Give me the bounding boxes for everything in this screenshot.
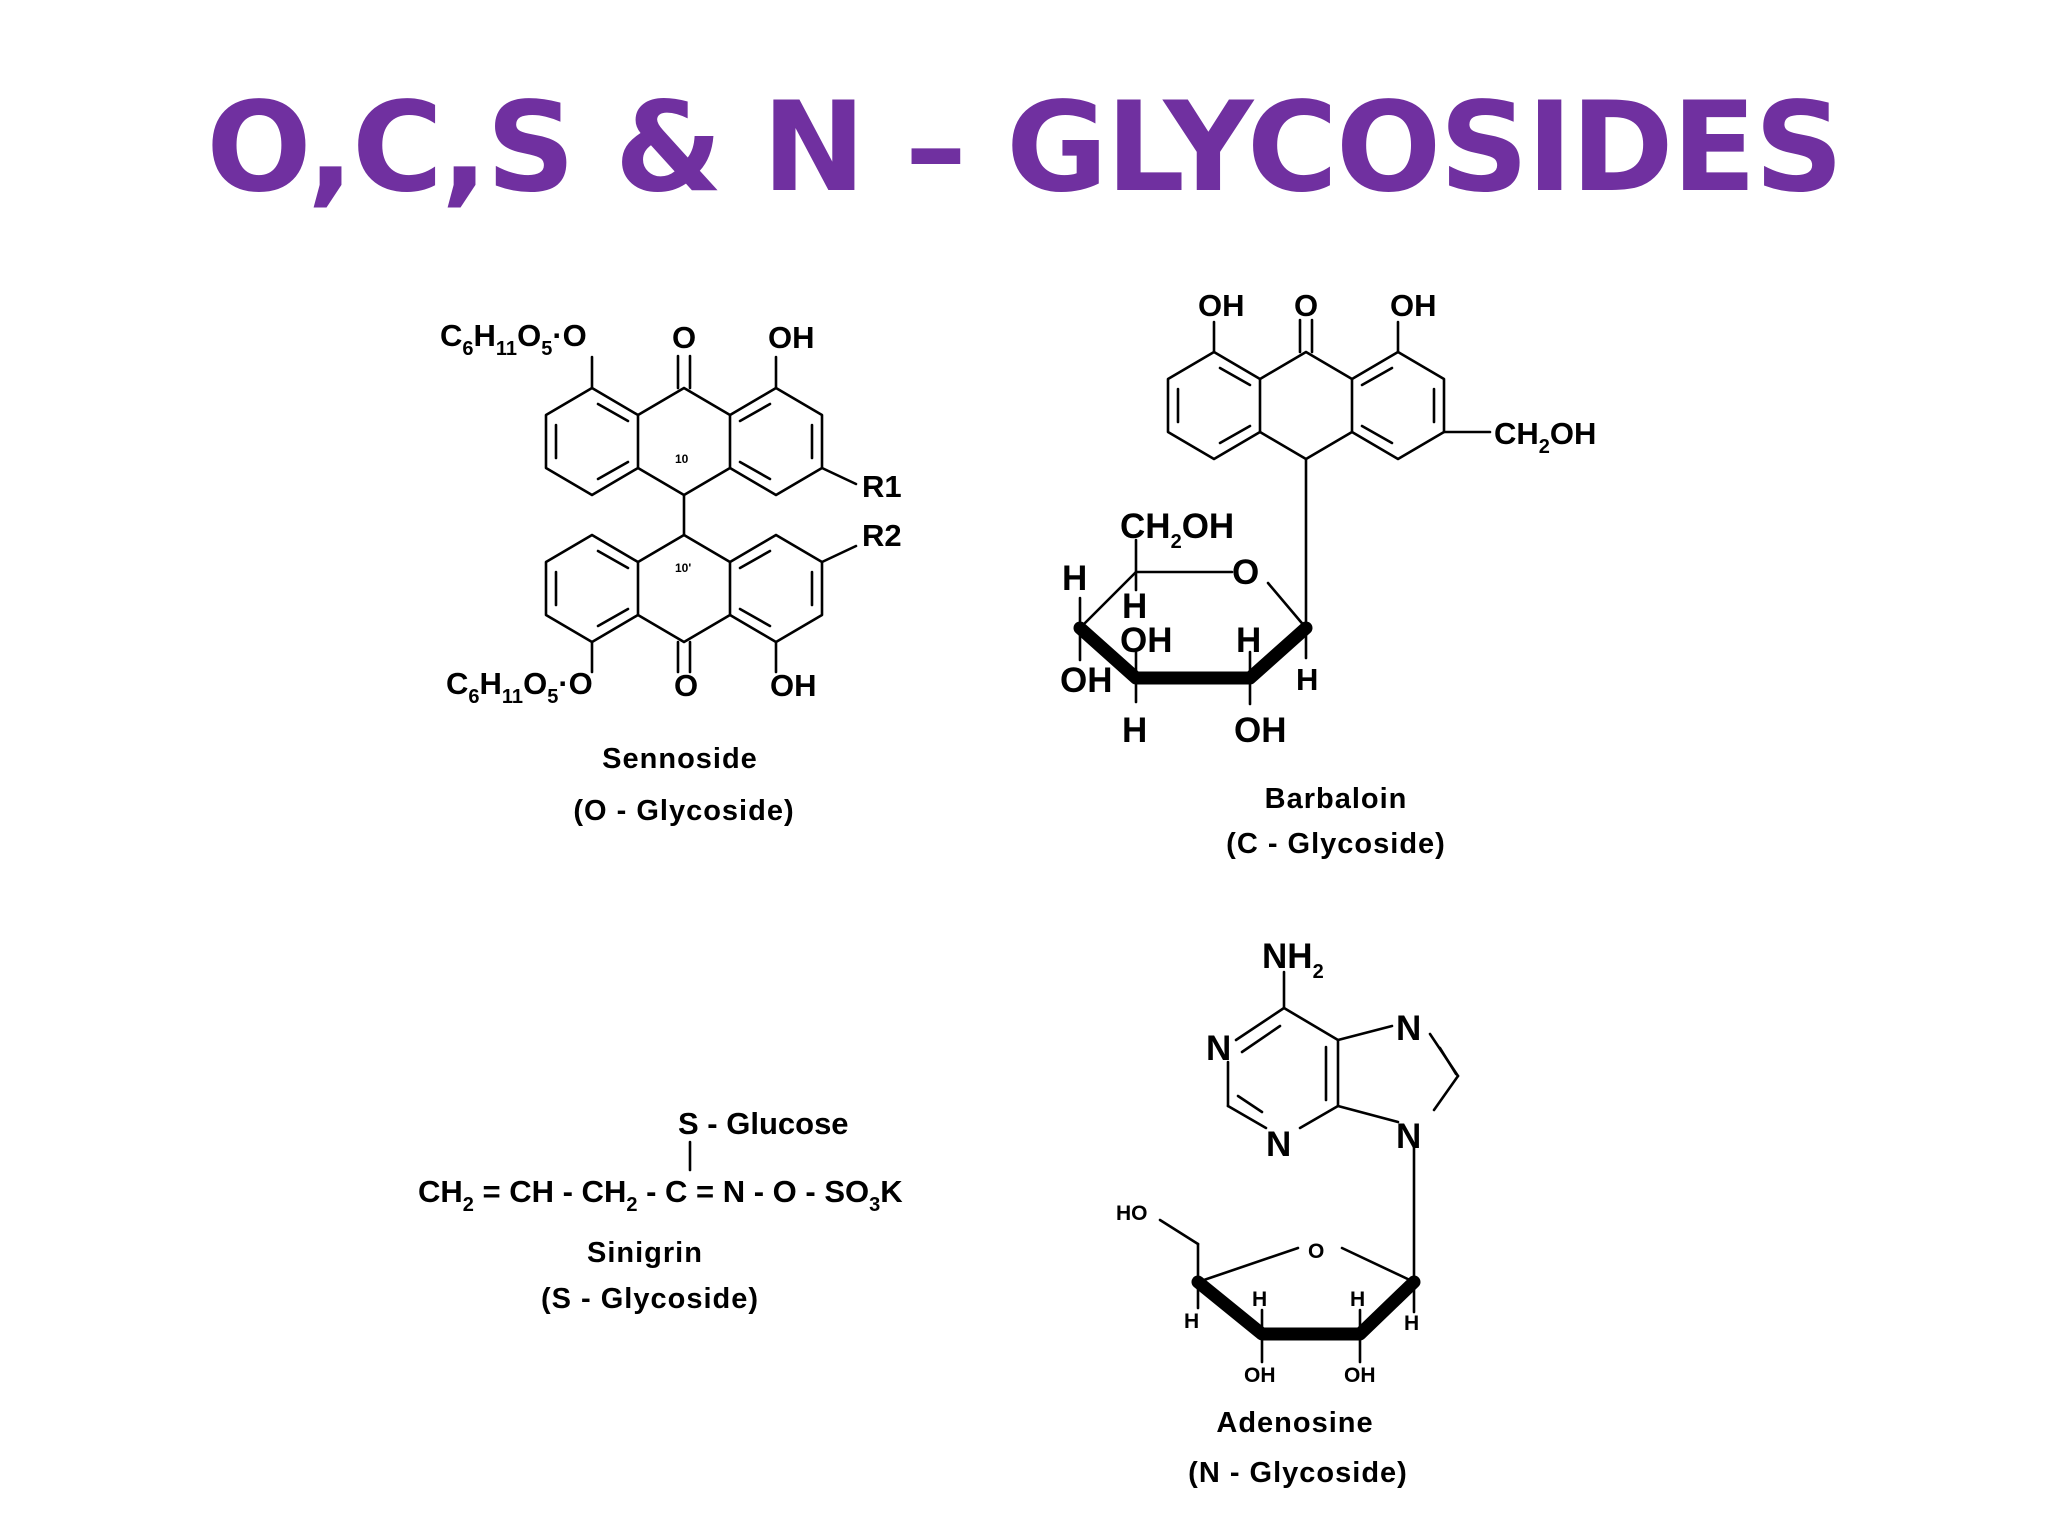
barbaloin-carbonyl: O <box>1294 288 1318 323</box>
sinigrin-type: (S - Glycoside) <box>541 1283 759 1315</box>
barbaloin-ring-oxygen: O <box>1232 553 1259 592</box>
sinigrin-formula: CH2 = CH - CH2 - C = N - O - SO3K <box>418 1174 903 1216</box>
sennoside-position-10: 10 <box>675 452 689 466</box>
sennoside-hydroxyl-bottom: OH <box>770 668 817 703</box>
sennoside-position-10-prime: 10' <box>675 561 691 575</box>
adenosine-structure: NH2 N N N N HO O H H H H OH OH Adenosine… <box>1116 937 1460 1489</box>
barbaloin-ch2oh-aryl: CH2OH <box>1494 416 1596 458</box>
barbaloin-name: Barbaloin <box>1265 783 1408 815</box>
sennoside-r2: R2 <box>862 518 902 553</box>
adenosine-n3: N <box>1266 1125 1291 1164</box>
adenosine-h-c3-up: H <box>1252 1288 1267 1311</box>
barbaloin-hydroxyl-c4-down: OH <box>1060 661 1113 700</box>
barbaloin-structure: OH O OH CH2OH CH2OH O H H OH H OH H H OH… <box>1060 288 1596 860</box>
adenosine-n1: N <box>1206 1029 1231 1068</box>
sennoside-sugar-bottom: C6H11O5·O <box>446 666 593 708</box>
barbaloin-hydroxyl-c2-down: OH <box>1234 711 1287 750</box>
barbaloin-h-c2-up: H <box>1236 621 1261 660</box>
sennoside-type: (O - Glycoside) <box>573 795 794 827</box>
adenosine-n9: N <box>1396 1117 1421 1156</box>
sinigrin-name: Sinigrin <box>587 1237 703 1269</box>
sinigrin-structure: S - Glucose CH2 = CH - CH2 - C = N - O -… <box>418 1106 903 1315</box>
barbaloin-ch2oh-sugar: CH2OH <box>1120 507 1234 553</box>
barbaloin-h-c5-down: H <box>1122 587 1147 626</box>
slide-title: O,C,S & N – GLYCOSIDES <box>206 76 1843 220</box>
barbaloin-type: (C - Glycoside) <box>1226 828 1446 860</box>
adenosine-hydroxyl-c2: OH <box>1344 1364 1376 1387</box>
barbaloin-hydroxyl-right: OH <box>1390 288 1437 323</box>
barbaloin-hydroxyl-left: OH <box>1198 288 1245 323</box>
barbaloin-h-c4-up: H <box>1062 559 1087 598</box>
barbaloin-hydroxyl-c3-up: OH <box>1120 621 1173 660</box>
sennoside-carbonyl-top: O <box>672 320 696 355</box>
barbaloin-h-c3-down: H <box>1122 711 1147 750</box>
sennoside-hydroxyl-top: OH <box>768 320 815 355</box>
sinigrin-s-glucose: S - Glucose <box>678 1106 849 1141</box>
adenosine-nh2: NH2 <box>1262 937 1324 983</box>
sennoside-structure: C6H11O5·O O OH R1 R2 10 10' C6H11O5·O O … <box>440 318 902 827</box>
sennoside-name: Sennoside <box>602 743 758 775</box>
sennoside-r1: R1 <box>862 469 902 504</box>
sennoside-sugar-top: C6H11O5·O <box>440 318 587 360</box>
adenosine-type: (N - Glycoside) <box>1188 1457 1408 1489</box>
adenosine-n7: N <box>1396 1009 1421 1048</box>
adenosine-ho: HO <box>1116 1202 1148 1225</box>
adenosine-h-c1: H <box>1404 1312 1419 1335</box>
adenosine-h-c2-up: H <box>1350 1288 1365 1311</box>
adenosine-h-c4: H <box>1184 1310 1199 1333</box>
adenosine-name: Adenosine <box>1216 1407 1373 1439</box>
adenosine-ring-oxygen: O <box>1308 1240 1324 1263</box>
sennoside-carbonyl-bottom: O <box>674 668 698 703</box>
barbaloin-h-c1-down: H <box>1296 662 1318 697</box>
adenosine-hydroxyl-c3: OH <box>1244 1364 1276 1387</box>
